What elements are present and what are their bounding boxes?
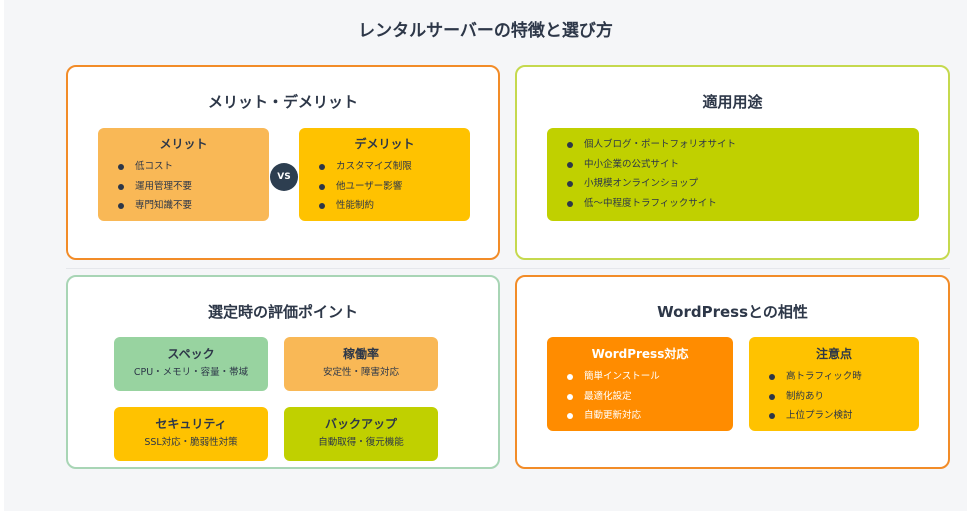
wordpress-title: WordPressとの相性 xyxy=(657,303,808,321)
uptime-card-sub: 安定性・障害対応 xyxy=(322,367,399,378)
merits-demerits-panel: メリット・デメリット メリット 低コスト 運用管理不要 専門知識不要 VS デメ… xyxy=(66,65,500,260)
list-item: カスタマイズ制限 xyxy=(319,157,412,177)
usage-title: 適用用途 xyxy=(702,93,763,111)
demerit-box: デメリット カスタマイズ制限 他ユーザー影響 性能制約 xyxy=(299,128,470,221)
diagram-title: レンタルサーバーの特徴と選び方 xyxy=(358,21,613,41)
list-item: 簡単インストール xyxy=(567,367,660,387)
uptime-card-title: 稼働率 xyxy=(342,347,379,361)
backup-card: バックアップ 自動取得・復元機能 xyxy=(284,407,438,461)
caution-list: 高トラフィック時 制約あり 上位プラン検討 xyxy=(769,367,862,426)
list-item: 個人ブログ・ポートフォリオサイト xyxy=(567,135,736,155)
demerit-list: カスタマイズ制限 他ユーザー影響 性能制約 xyxy=(319,157,412,216)
list-item: 運用管理不要 xyxy=(118,177,192,197)
usage-panel: 適用用途 個人ブログ・ポートフォリオサイト 中小企業の公式サイト 小規模オンライ… xyxy=(515,65,950,260)
list-item: 他ユーザー影響 xyxy=(319,177,412,197)
criteria-title: 選定時の評価ポイント xyxy=(207,303,358,321)
demerit-title: デメリット xyxy=(354,137,415,151)
usage-box: 個人ブログ・ポートフォリオサイト 中小企業の公式サイト 小規模オンラインショップ… xyxy=(547,128,919,221)
list-item: 低コスト xyxy=(118,157,192,177)
security-card-title: セキュリティ xyxy=(155,417,227,431)
spec-card: スペック CPU・メモリ・容量・帯域 xyxy=(114,337,268,391)
caution-title: 注意点 xyxy=(815,347,852,361)
list-item: 制約あり xyxy=(769,387,862,407)
wordpress-panel: WordPressとの相性 WordPress対応 簡単インストール 最適化設定… xyxy=(515,275,950,469)
section-divider xyxy=(66,268,950,269)
list-item: 上位プラン検討 xyxy=(769,406,862,426)
uptime-card: 稼働率 安定性・障害対応 xyxy=(284,337,438,391)
usage-list: 個人ブログ・ポートフォリオサイト 中小企業の公式サイト 小規模オンラインショップ… xyxy=(567,135,736,213)
list-item: 高トラフィック時 xyxy=(769,367,862,387)
wordpress-support-box: WordPress対応 簡単インストール 最適化設定 自動更新対応 xyxy=(547,337,733,431)
spec-card-title: スペック xyxy=(167,347,215,361)
merit-box: メリット 低コスト 運用管理不要 専門知識不要 xyxy=(98,128,269,221)
list-item: 小規模オンラインショップ xyxy=(567,174,736,194)
wordpress-support-list: 簡単インストール 最適化設定 自動更新対応 xyxy=(567,367,660,426)
list-item: 低〜中程度トラフィックサイト xyxy=(567,194,736,214)
list-item: 最適化設定 xyxy=(567,387,660,407)
criteria-panel: 選定時の評価ポイント スペック CPU・メモリ・容量・帯域 稼働率 安定性・障害… xyxy=(66,275,500,469)
spec-card-sub: CPU・メモリ・容量・帯域 xyxy=(133,367,249,378)
merits-demerits-title: メリット・デメリット xyxy=(207,93,358,111)
list-item: 自動更新対応 xyxy=(567,406,660,426)
list-item: 専門知識不要 xyxy=(118,196,192,216)
vs-badge: VS xyxy=(270,163,298,191)
wordpress-support-title: WordPress対応 xyxy=(591,347,689,361)
list-item: 中小企業の公式サイト xyxy=(567,155,736,175)
merit-list: 低コスト 運用管理不要 専門知識不要 xyxy=(118,157,192,216)
security-card-sub: SSL対応・脆弱性対策 xyxy=(144,437,238,448)
caution-box: 注意点 高トラフィック時 制約あり 上位プラン検討 xyxy=(749,337,919,431)
list-item: 性能制約 xyxy=(319,196,412,216)
merit-title: メリット xyxy=(159,137,208,151)
backup-card-sub: 自動取得・復元機能 xyxy=(318,437,404,448)
security-card: セキュリティ SSL対応・脆弱性対策 xyxy=(114,407,268,461)
backup-card-title: バックアップ xyxy=(324,417,397,431)
